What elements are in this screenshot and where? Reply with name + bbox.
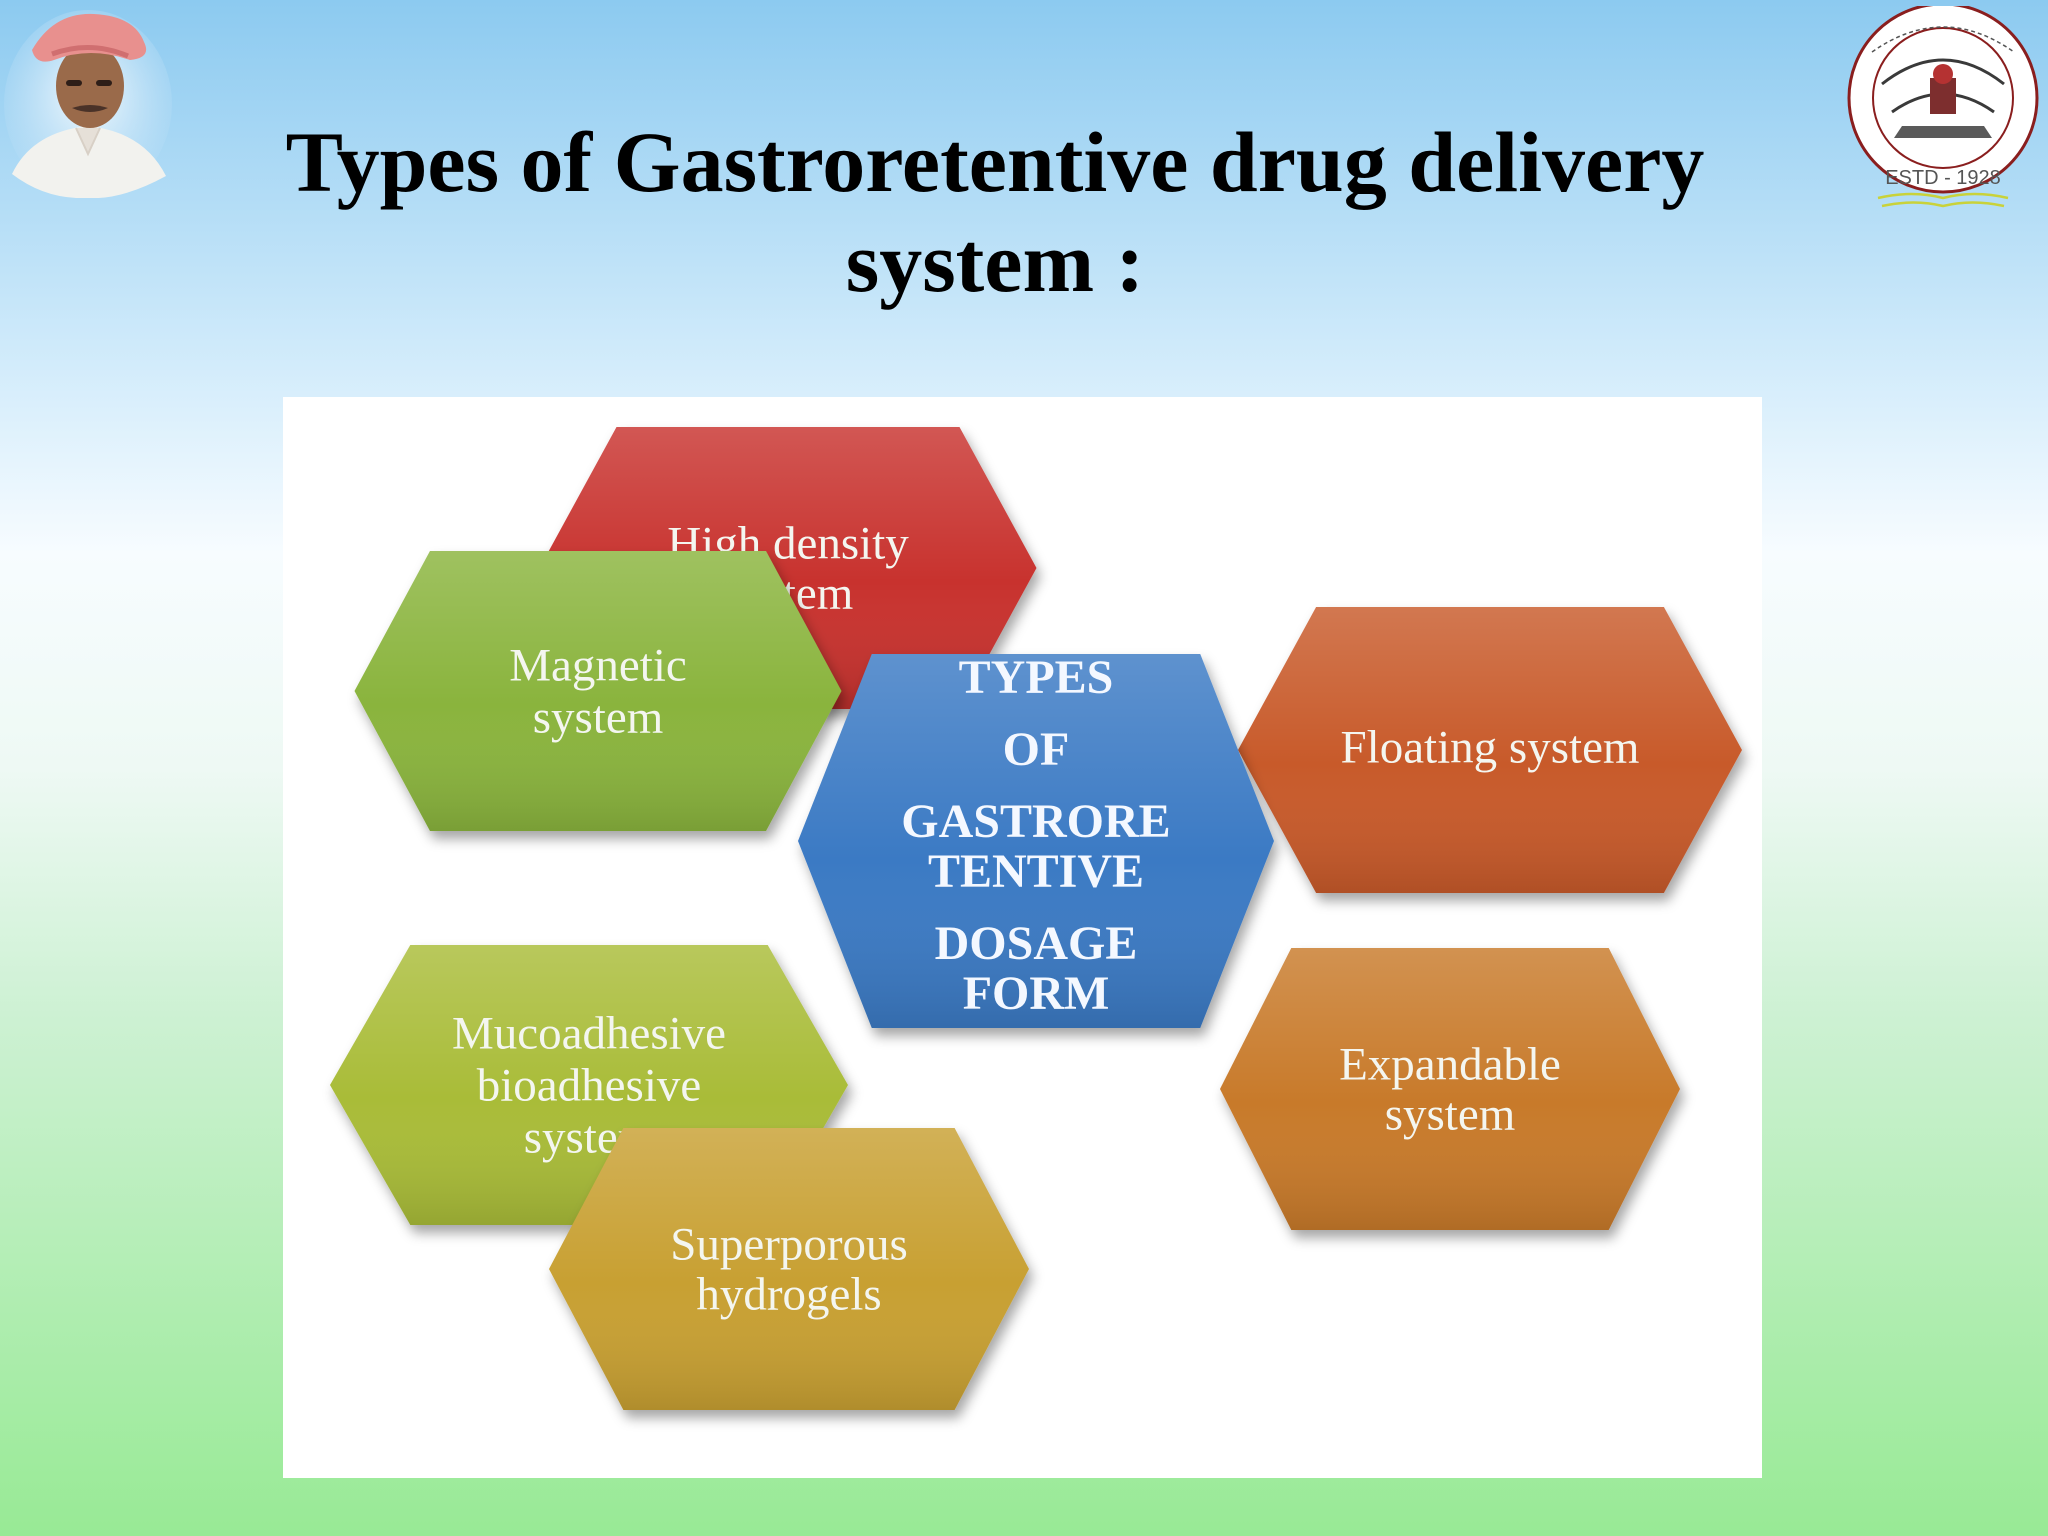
hex-superporous-gloss	[549, 1128, 1029, 1410]
title-line-1: Types of Gastroretentive drug delivery	[285, 114, 1705, 210]
hex-magnetic-label-line: Magnetic	[509, 640, 687, 692]
hex-floating-gloss	[1238, 607, 1742, 893]
hex-center-label-line: FORM	[963, 967, 1110, 1020]
hex-superporous-label-line: hydrogels	[696, 1269, 881, 1321]
hex-center-label-line: TENTIVE	[928, 845, 1144, 898]
hex-center-label-line: TYPES	[959, 651, 1114, 704]
hex-center-label-line: GASTRORE	[901, 795, 1170, 848]
title-line-2: system :	[845, 214, 1145, 310]
slide-title: Types of Gastroretentive drug delivery s…	[180, 112, 1810, 312]
college-logo: ESTD - 1928	[1847, 6, 2039, 208]
hex-center-gloss	[798, 654, 1274, 1028]
hex-floating: Floating system	[1238, 607, 1742, 893]
hex-mucoadhesive-label-line: Mucoadhesive	[452, 1008, 726, 1060]
hex-mucoadhesive-label-line: bioadhesive	[477, 1060, 702, 1112]
hex-floating-label-line: Floating system	[1341, 722, 1640, 774]
types-diagram: High densitysystemMagneticsystemFloating…	[330, 427, 1742, 1410]
hex-expandable-gloss	[1220, 948, 1680, 1230]
hex-magnetic-gloss	[354, 551, 842, 831]
hex-expandable-label-line: system	[1385, 1089, 1516, 1141]
hex-center-label-line: OF	[1003, 723, 1070, 776]
hex-center-label-line: DOSAGE	[935, 917, 1138, 970]
diagram-panel: High densitysystemMagneticsystemFloating…	[283, 397, 1762, 1478]
hex-expandable-label-line: Expandable	[1339, 1039, 1561, 1091]
hex-magnetic-label-line: system	[533, 692, 664, 744]
hex-superporous-label-line: Superporous	[670, 1219, 908, 1271]
portrait-image	[4, 10, 172, 198]
logo-estd-text: ESTD - 1928	[1885, 167, 2001, 189]
